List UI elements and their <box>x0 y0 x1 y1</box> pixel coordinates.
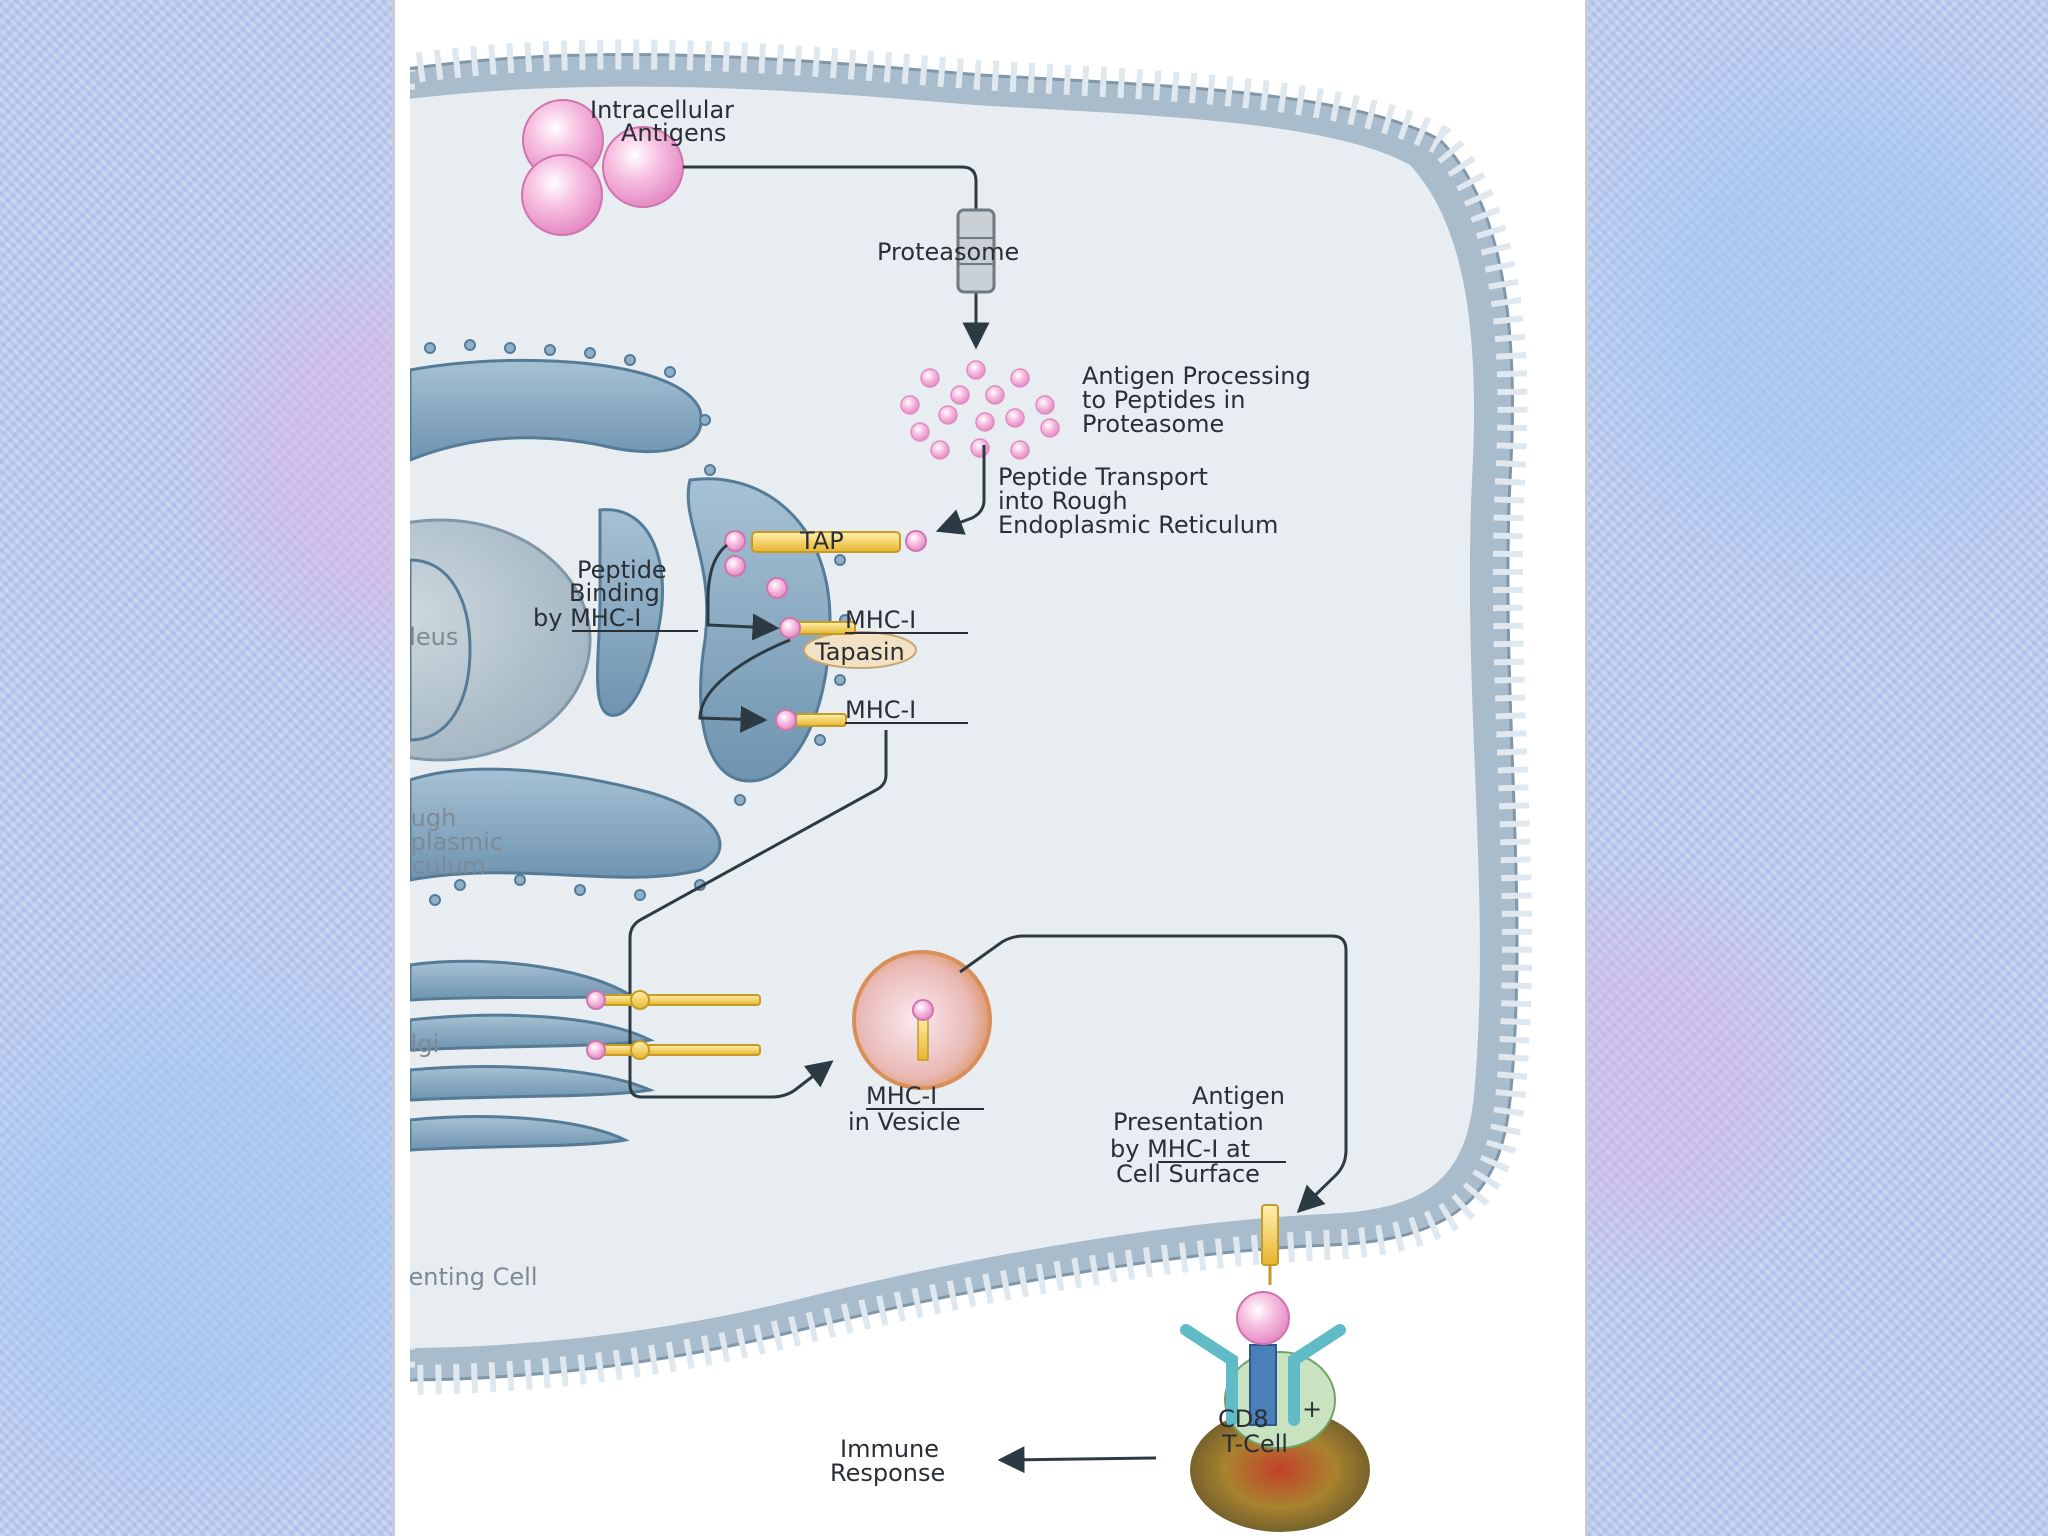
label-antigen-presentation-2: Presentation <box>1113 1108 1264 1136</box>
label-nucleus-fragment: cleus <box>396 623 458 651</box>
label-proteasome: Proteasome <box>877 238 1019 266</box>
label-tapasin: Tapasin <box>814 638 905 666</box>
label-immune-response-2: Response <box>830 1459 945 1487</box>
label-antigen-processing-3: Proteasome <box>1082 410 1224 438</box>
flow-arrow-mhc-release <box>698 638 791 733</box>
label-intracellular-antigens: Intracellular <box>590 96 734 124</box>
label-golgi-fragment: olgi <box>396 1030 439 1058</box>
ribosome-dots <box>424 339 851 906</box>
label-intracellular-antigens-2: Antigens <box>621 119 726 147</box>
label-tap: TAP <box>799 527 844 555</box>
golgi-apparatus <box>410 959 656 1152</box>
loaded-mhc-i <box>775 709 847 731</box>
label-peptide-binding-1: Peptide <box>577 556 667 584</box>
label-peptide-transport-2: into Rough <box>998 487 1128 515</box>
label-antigen-presentation-3: by MHC-I at <box>1110 1135 1250 1163</box>
label-mhc-i-loaded: MHC-I <box>845 696 916 724</box>
cytoplasm <box>410 86 1480 1348</box>
label-immune-response-1: Immune <box>840 1435 939 1463</box>
flow-arrow-peptides-to-tap <box>935 445 986 535</box>
label-peptide-transport-3: Endoplasmic Reticulum <box>998 511 1278 539</box>
label-peptide-transport-1: Peptide Transport <box>998 463 1208 491</box>
label-rough-er-fragment-2: oplasmic <box>396 828 503 856</box>
label-antigen-presentation-4: Cell Surface <box>1116 1160 1260 1188</box>
flow-arrow-er-to-vesicle <box>628 730 888 1099</box>
label-peptide-binding-3: by MHC-I <box>533 604 641 632</box>
vesicle <box>852 950 992 1090</box>
golgi-mhc-i <box>586 990 761 1060</box>
proteasome <box>956 208 996 294</box>
flow-arrow-antigens-to-proteasome <box>683 165 990 350</box>
surface-mhc-i <box>1261 1204 1279 1285</box>
label-antigen-processing-1: Antigen Processing <box>1082 362 1311 390</box>
label-vesicle-2: in Vesicle <box>848 1108 961 1136</box>
peptide-cloud <box>900 360 1060 460</box>
flow-arrow-binding <box>706 543 780 641</box>
mhc-tapasin-complex <box>779 617 917 669</box>
label-presenting-cell-fragment: senting Cell <box>396 1263 538 1291</box>
intracellular-antigens <box>521 99 684 236</box>
label-rough-er-fragment-1: ough <box>396 804 456 832</box>
label-peptide-binding-2: Binding <box>569 579 660 607</box>
er-peptides <box>724 555 788 599</box>
label-antigen-processing-2: to Peptides in <box>1082 386 1245 414</box>
label-cd8: CD8 <box>1218 1405 1269 1433</box>
label-t-cell: T-Cell <box>1221 1430 1288 1458</box>
label-mhc-i-tapasin: MHC-I <box>845 606 916 634</box>
rough-endoplasmic-reticulum <box>410 358 832 882</box>
label-antigen-presentation-1: Antigen <box>1192 1082 1285 1110</box>
t-cell-receptor <box>1180 1291 1346 1426</box>
tap-transporter <box>724 530 927 553</box>
label-vesicle-1: MHC-I <box>866 1082 937 1110</box>
label-cd8-plus: + <box>1302 1395 1322 1423</box>
flow-arrow-immune-response <box>997 1446 1157 1474</box>
label-rough-er-fragment-3: ticulum <box>396 852 486 880</box>
nucleus <box>410 518 592 762</box>
flow-arrow-vesicle-to-surface <box>959 934 1348 1214</box>
